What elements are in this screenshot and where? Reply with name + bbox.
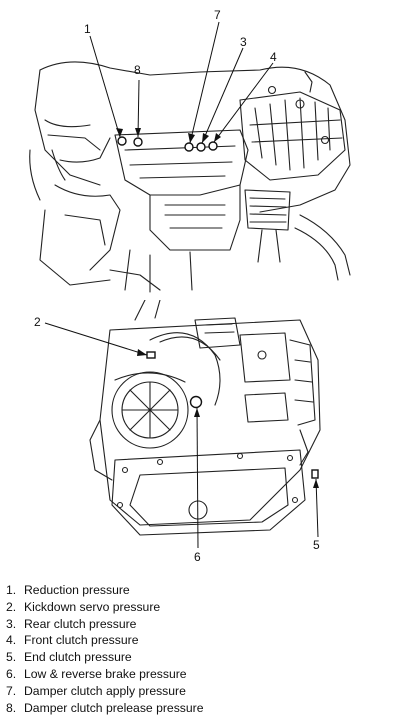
port-8 [133,137,143,147]
port-6 [189,395,203,409]
port-7 [184,142,194,152]
callout-5: 5 [313,538,320,552]
legend-item: 7.Damper clutch apply pressure [6,683,186,698]
callout-2: 2 [34,315,41,329]
bottom-transmission-illustration: 2 6 5 [34,300,321,564]
callout-8: 8 [134,63,141,77]
port-5 [311,469,319,479]
legend-item: 1.Reduction pressure [6,583,130,597]
top-transmission-illustration: 1 8 7 3 4 [29,8,351,293]
legend-item: 3.Rear clutch pressure [6,616,137,631]
port-4 [208,141,218,151]
legend-item: 6.Low & reverse brake pressure [6,666,187,681]
callout-1: 1 [84,22,91,36]
callout-3: 3 [240,35,247,49]
legend-item: 2.Kickdown servo pressure [6,599,161,614]
port-3 [196,142,206,152]
legend-item: 8.Damper clutch prelease pressure [6,700,204,715]
legend-item: 4.Front clutch pressure [6,633,139,648]
port-1 [117,136,127,146]
callout-7: 7 [214,8,221,22]
callout-6: 6 [194,550,201,564]
parts-legend: 1.Reduction pressure 2.Kickdown servo pr… [6,582,398,716]
callout-4: 4 [270,50,277,64]
legend-item: 5.End clutch pressure [6,650,132,665]
port-2 [146,351,156,359]
